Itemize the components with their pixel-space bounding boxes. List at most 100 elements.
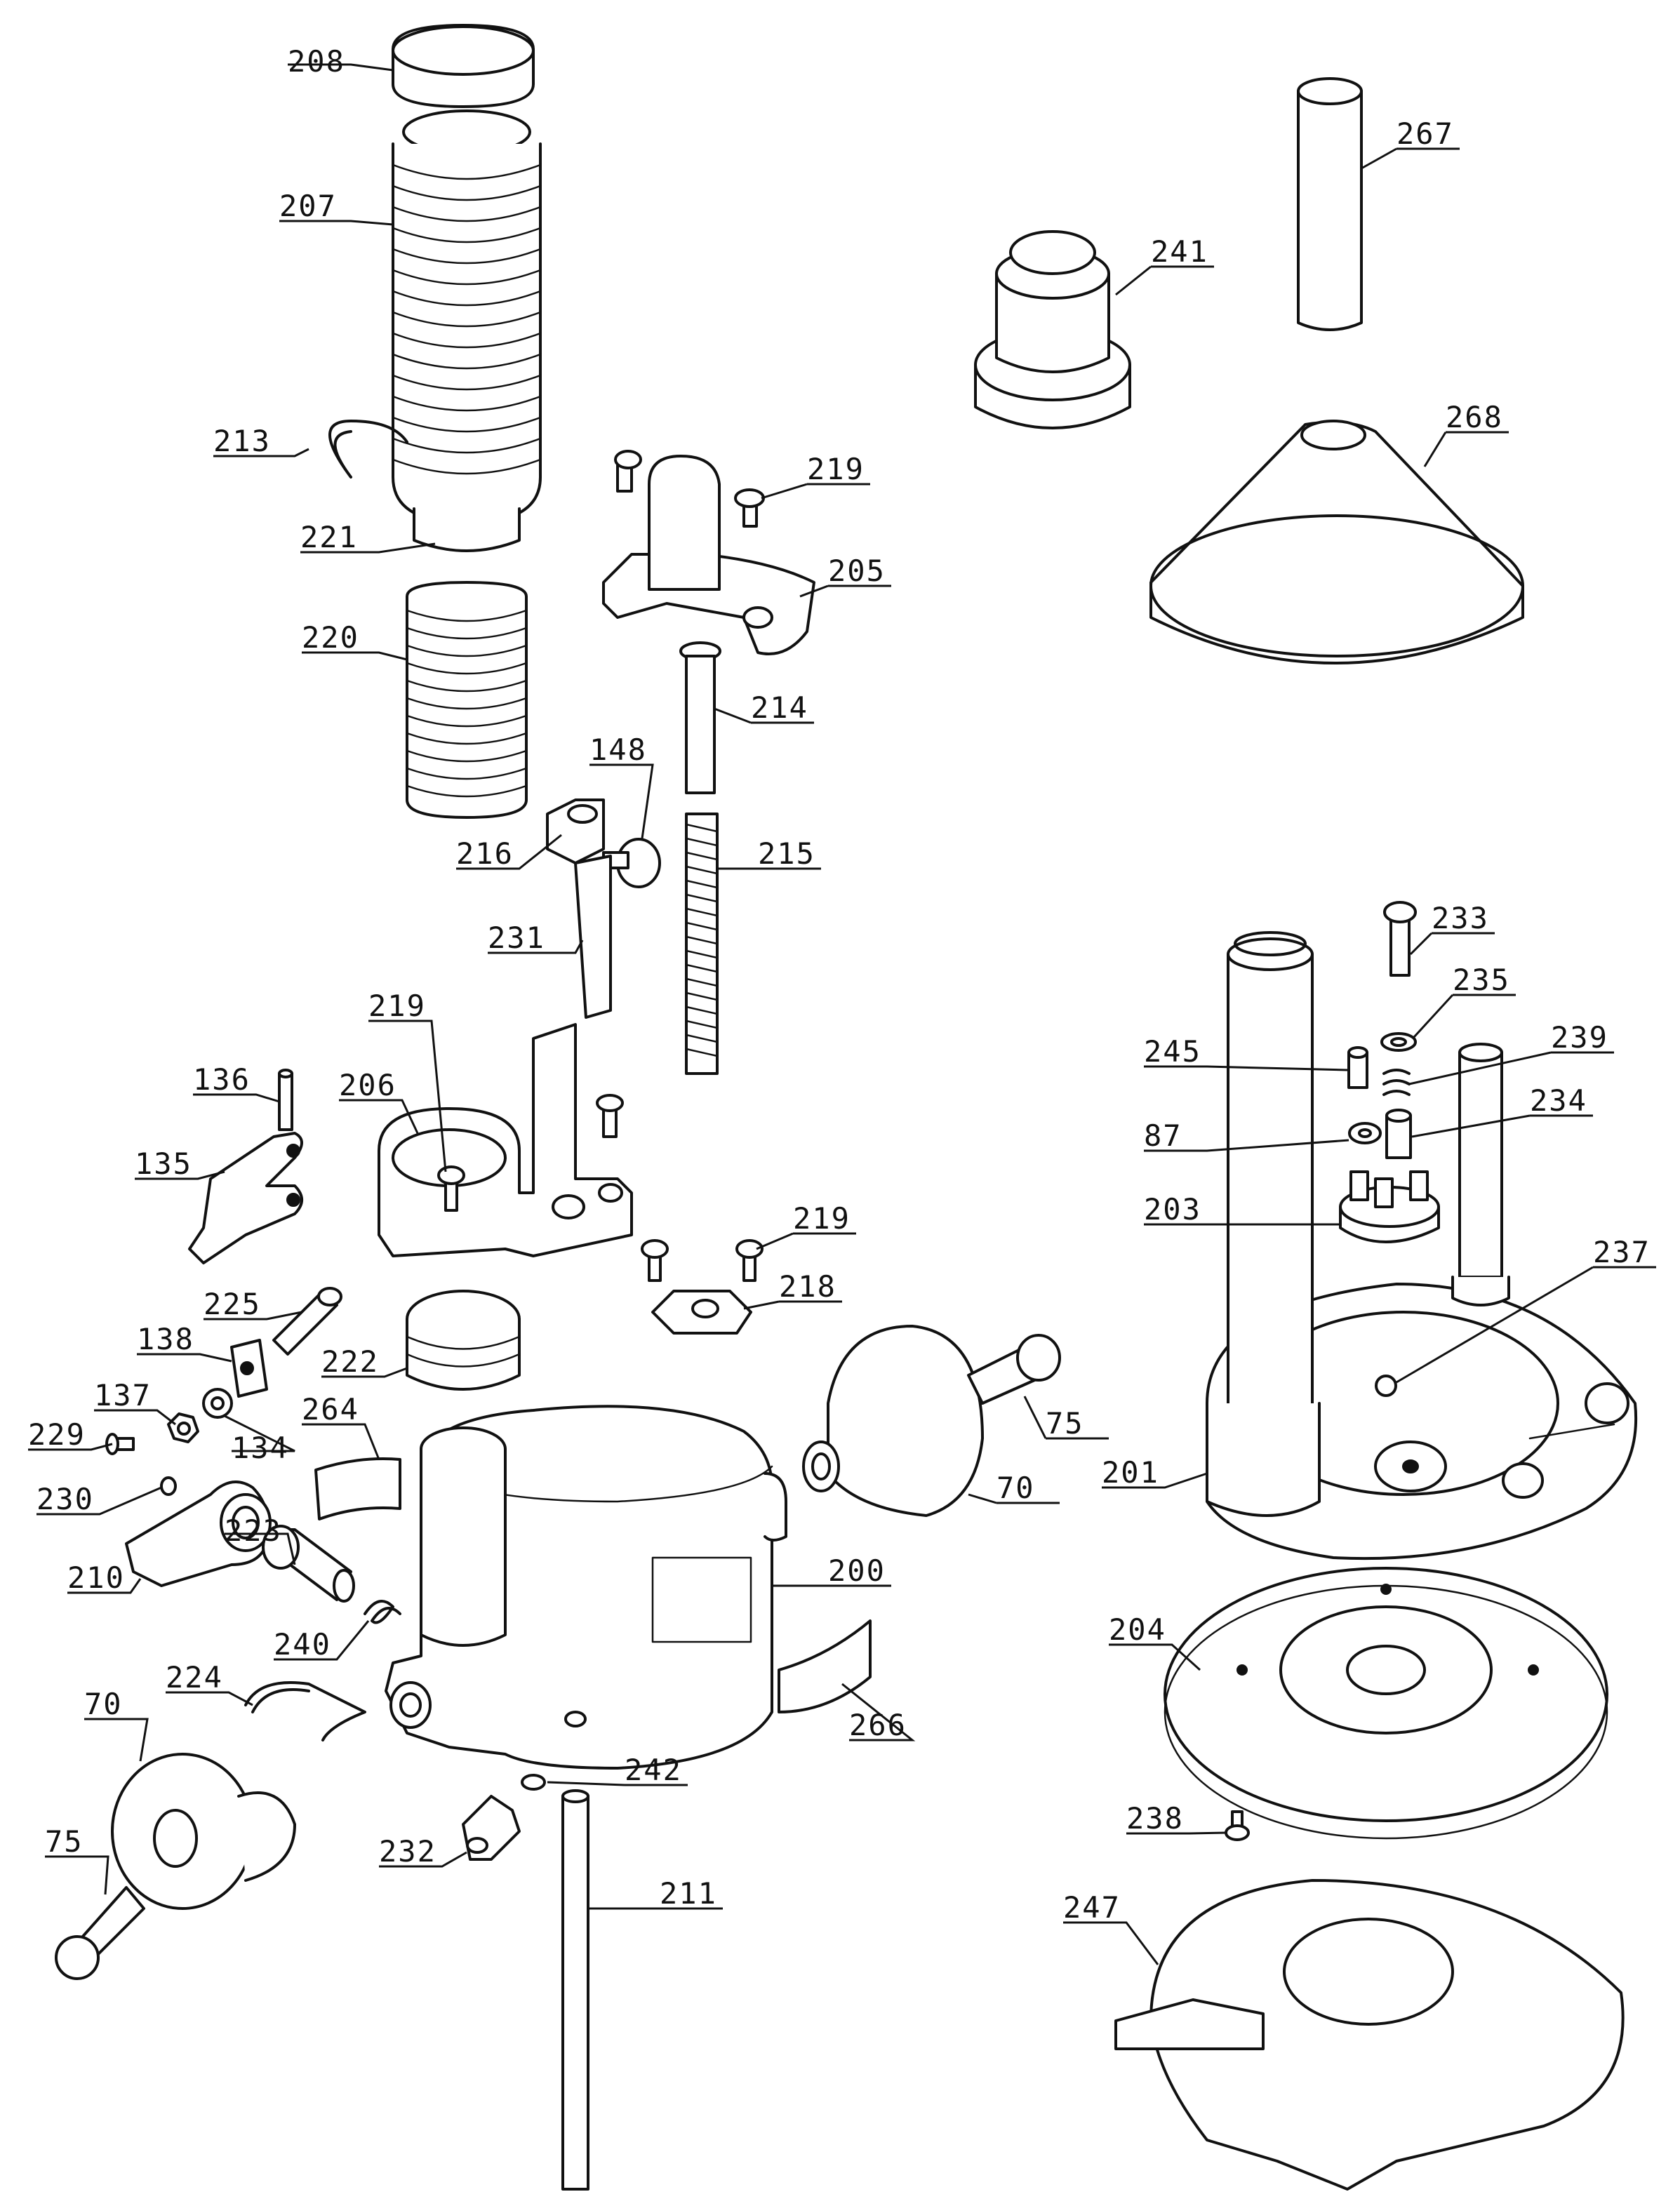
callout-label: 204 xyxy=(1109,1612,1166,1647)
leader-207 xyxy=(279,220,394,226)
leader-232 xyxy=(379,1851,467,1868)
leader-222 xyxy=(321,1367,408,1378)
part-screw-229 xyxy=(105,1433,135,1455)
callout-label: 222 xyxy=(321,1344,379,1379)
callout-label: 245 xyxy=(1144,1034,1201,1069)
part-clip-224 xyxy=(244,1681,366,1742)
callout-label: 201 xyxy=(1102,1455,1159,1490)
part-plate-218 xyxy=(651,1290,752,1335)
callout-label: 240 xyxy=(274,1627,331,1662)
leader-138 xyxy=(137,1353,232,1363)
callout-label: 267 xyxy=(1396,116,1454,151)
leader-221 xyxy=(300,542,436,554)
callout-label: 230 xyxy=(36,1482,94,1516)
leader-219b xyxy=(368,1020,447,1172)
callout-label: 238 xyxy=(1126,1801,1184,1836)
callout-label: 264 xyxy=(302,1392,359,1426)
callout-label: 223 xyxy=(225,1513,282,1548)
callout-label: 242 xyxy=(625,1753,682,1787)
callout-label: 207 xyxy=(279,189,337,223)
part-handle-210 xyxy=(125,1480,272,1587)
callout-label: 134 xyxy=(232,1431,289,1465)
callout-label: 229 xyxy=(28,1417,86,1452)
part-spring-239 xyxy=(1382,1069,1411,1096)
callout-labels: 208 207 213 221 220 219 205 214 148 216 … xyxy=(28,44,1651,1925)
callout-label: 148 xyxy=(589,733,647,767)
part-washer-87 xyxy=(1348,1122,1382,1144)
leader-134 xyxy=(224,1415,295,1452)
callout-label: 200 xyxy=(828,1553,886,1588)
part-ring-222 xyxy=(406,1290,521,1391)
callout-label: 235 xyxy=(1453,963,1510,997)
callout-label: 205 xyxy=(828,554,886,588)
callout-label: 219 xyxy=(807,452,865,486)
callout-label: 214 xyxy=(751,690,808,725)
leader-210 xyxy=(67,1578,142,1594)
part-label-264 xyxy=(314,1457,401,1520)
callout-label: 75 xyxy=(1046,1406,1084,1440)
callout-label: 206 xyxy=(339,1068,396,1102)
leader-135 xyxy=(135,1170,225,1180)
part-screw-75b xyxy=(55,1886,145,1980)
part-bushing-241 xyxy=(974,230,1131,429)
part-turret-203 xyxy=(1339,1170,1440,1243)
callout-label: 135 xyxy=(135,1147,192,1181)
callout-label: 220 xyxy=(302,620,359,655)
part-latch-232 xyxy=(462,1795,521,1861)
part-spring-240 xyxy=(364,1600,401,1624)
leader-219a xyxy=(761,483,870,500)
leader-245 xyxy=(1144,1065,1348,1071)
callout-label: 224 xyxy=(166,1660,223,1694)
part-pin-214 xyxy=(679,641,721,794)
part-screw-233 xyxy=(1383,901,1417,977)
part-pin-245 xyxy=(1347,1046,1368,1089)
callout-label: 247 xyxy=(1063,1890,1121,1925)
part-screw-75a xyxy=(967,1334,1061,1405)
leader-233 xyxy=(1409,932,1495,956)
callout-label: 241 xyxy=(1151,234,1208,269)
callout-label: 70 xyxy=(84,1687,123,1721)
part-knob-70b xyxy=(111,1753,296,1910)
leader-75b xyxy=(45,1855,109,1895)
leader-137 xyxy=(94,1409,176,1426)
leader-237 xyxy=(1396,1266,1656,1384)
callout-label: 225 xyxy=(204,1287,261,1321)
part-plate-138 xyxy=(230,1339,268,1398)
part-spring-215 xyxy=(685,813,719,1075)
part-housing-200 xyxy=(385,1405,787,1770)
part-pin-225 xyxy=(272,1287,342,1356)
callout-label: 219 xyxy=(368,989,426,1023)
callout-label: 221 xyxy=(300,520,358,554)
part-washer-230 xyxy=(160,1476,177,1496)
leader-213 xyxy=(213,448,309,457)
part-lever-135 xyxy=(188,1132,303,1264)
part-baseplate-204 xyxy=(1164,1567,1608,1840)
part-subbase-247 xyxy=(1114,1879,1625,2191)
leader-70b xyxy=(84,1718,149,1762)
leader-234 xyxy=(1411,1114,1593,1138)
leader-75a xyxy=(1023,1396,1109,1440)
leader-223 xyxy=(225,1532,296,1565)
callout-label: 87 xyxy=(1144,1118,1182,1153)
callout-label: 219 xyxy=(793,1201,851,1236)
callout-label: 203 xyxy=(1144,1192,1201,1226)
leader-208 xyxy=(288,63,394,72)
leader-239 xyxy=(1408,1051,1614,1085)
leader-241 xyxy=(1115,265,1214,296)
leader-225 xyxy=(204,1311,302,1321)
leader-267 xyxy=(1361,147,1460,170)
callout-label: 70 xyxy=(996,1471,1035,1505)
callout-label: 218 xyxy=(779,1269,836,1304)
part-bolt-223 xyxy=(262,1525,355,1603)
part-label-266 xyxy=(778,1619,872,1713)
leader-201 xyxy=(1102,1472,1208,1489)
part-strip-231 xyxy=(574,855,612,1019)
callout-label: 234 xyxy=(1530,1083,1587,1118)
leader-231 xyxy=(488,940,584,954)
leader-148 xyxy=(589,763,654,839)
leader-205 xyxy=(799,584,891,598)
part-screw-219c xyxy=(641,1239,764,1282)
callout-label: 215 xyxy=(758,836,815,871)
callout-label: 237 xyxy=(1593,1235,1651,1269)
